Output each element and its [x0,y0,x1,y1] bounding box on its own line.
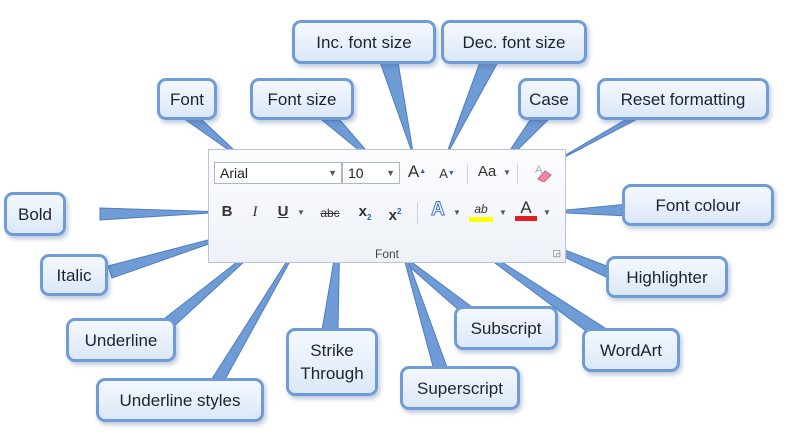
change-case-icon: Aa [477,163,497,180]
font-size-value: 10 [348,165,364,181]
callout-bold: Bold [4,192,66,236]
subscript-button[interactable]: x2 [355,202,375,228]
callout-italic: Italic [40,254,108,296]
font-colour-bar [515,216,537,221]
strikethrough-button[interactable]: abc [317,203,343,223]
chevron-down-icon[interactable]: ▼ [453,208,461,217]
callout-font-size: Font size [250,78,354,120]
callout-label: Superscript [417,378,503,398]
italic-icon: I [252,204,258,220]
callout-label: Subscript [470,318,542,338]
callout-label: Underline styles [119,390,241,410]
callout-underline: Underline [66,318,176,362]
callout-label: Highlighter [626,267,708,287]
ribbon-font-group: Arial ▼ 10 ▼ A▲ A▼ Aa ▼ A B I U ▼ abc x2… [208,149,566,263]
arrow-up-icon: ▲ [419,168,427,175]
superscript-button[interactable]: x2 [385,202,405,226]
callout-label: Underline [84,330,158,350]
chevron-down-icon[interactable]: ▼ [543,208,551,217]
callout-wordart: WordArt [582,328,680,372]
shrink-font-icon: A [439,166,448,181]
wordart-icon: A [431,199,446,220]
highlight-button[interactable]: ab [469,199,493,222]
callout-reset-formatting: Reset formatting [597,78,769,120]
pointer-dec-font-size [444,61,499,159]
font-colour-icon: A [520,198,532,217]
callout-label: WordArt [599,340,663,360]
chevron-down-icon[interactable]: ▼ [297,208,305,217]
callout-highlighter: Highlighter [606,256,728,298]
callout-dec-font-size: Dec. font size [441,20,587,64]
dialog-launcher-icon[interactable]: ◲ [552,248,561,258]
chevron-down-icon[interactable]: ▼ [499,208,507,217]
eraser-icon: A [535,164,552,183]
superscript-mark-icon: 2 [396,207,402,216]
bold-icon: B [221,203,233,220]
separator [417,202,418,224]
callout-strike-through: Strike Through [286,328,378,396]
font-colour-button[interactable]: A [515,198,537,221]
arrow-down-icon: ▼ [447,170,455,177]
chevron-down-icon[interactable]: ▼ [328,168,337,178]
separator [517,164,518,184]
callout-case: Case [518,78,580,120]
chevron-down-icon[interactable]: ▼ [386,168,395,178]
grow-font-icon: A [407,162,420,181]
callout-inc-font-size: Inc. font size [292,20,436,64]
callout-subscript: Subscript [454,306,558,350]
highlighter-icon: ab [474,202,488,216]
chevron-down-icon[interactable]: ▼ [503,168,511,177]
svg-text:A: A [535,164,543,176]
underline-icon: U [277,203,289,220]
grow-font-button[interactable]: A▲ [407,162,427,182]
strikethrough-icon: abc [320,206,340,220]
highlight-colour-bar [469,217,493,222]
change-case-button[interactable]: Aa [475,162,499,182]
shrink-font-button[interactable]: A▼ [437,164,457,184]
callout-label: Bold [17,204,53,224]
callout-label: Inc. font size [316,32,412,52]
callout-font: Font [157,78,217,120]
superscript-icon: x [388,207,397,224]
subscript-icon: x [358,203,367,220]
callout-label: Font size [267,89,337,109]
bold-button[interactable]: B [219,202,235,222]
font-size-combo[interactable]: 10 ▼ [342,162,400,184]
pointer-bold [99,207,227,221]
italic-button[interactable]: I [247,202,263,222]
callout-label: Dec. font size [462,32,566,52]
callout-label: Font [169,89,205,109]
callout-font-colour: Font colour [622,184,774,226]
callout-label: Case [529,89,569,109]
callout-label: Font colour [655,195,741,215]
callout-label: Italic [56,265,92,285]
group-label: Font [374,247,399,261]
subscript-mark-icon: 2 [366,213,372,222]
callout-label: Reset formatting [620,89,746,109]
callout-superscript: Superscript [400,366,520,410]
underline-button[interactable]: U [275,202,291,222]
callout-underline-styles: Underline styles [96,378,264,422]
pointer-inc-font-size [379,61,415,159]
callout-label: Strike Through [300,341,364,383]
font-name-value: Arial [220,165,249,181]
text-effects-button[interactable]: A [427,199,449,220]
clear-formatting-button[interactable]: A [531,160,553,188]
font-name-combo[interactable]: Arial ▼ [214,162,342,184]
separator [467,164,468,184]
